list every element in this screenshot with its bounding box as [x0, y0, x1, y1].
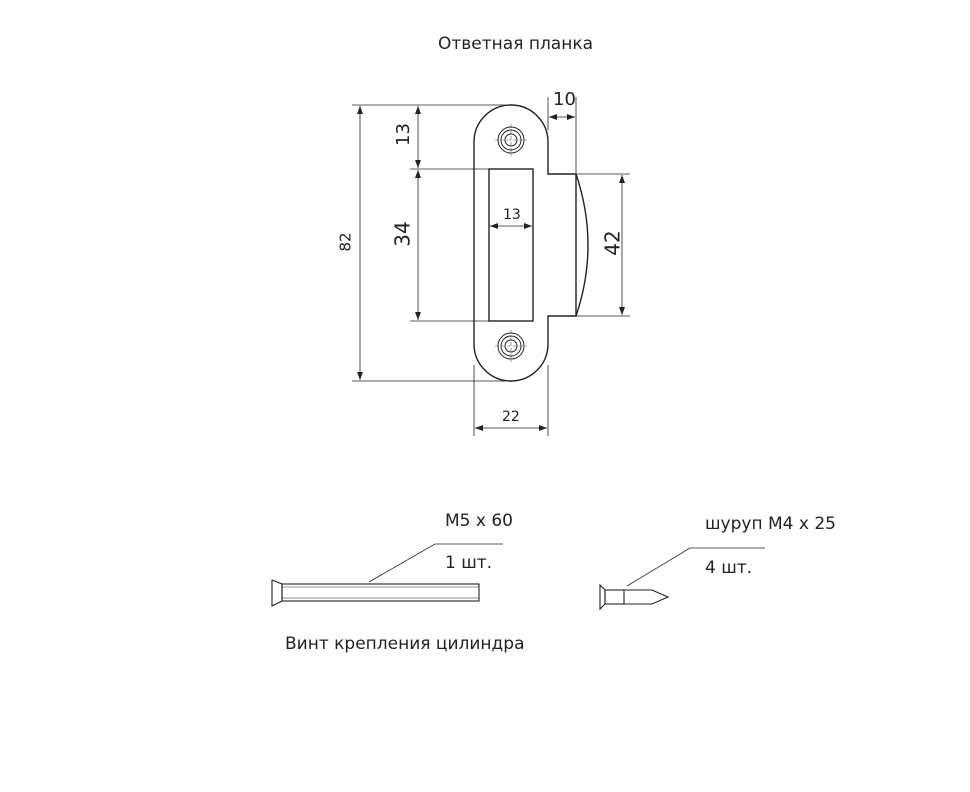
cylinder-screw-caption: Винт крепления цилиндра: [285, 634, 525, 654]
dim-22: 22: [502, 409, 520, 425]
wood-screw-size: шуруп M4 x 25: [705, 514, 836, 534]
wood-screw-qty: 4 шт.: [705, 558, 753, 578]
cylinder-screw: [271, 579, 480, 607]
dim-42: 42: [600, 230, 625, 256]
cylinder-screw-size: M5 x 60: [445, 511, 513, 531]
dim-13-top: 13: [392, 123, 414, 146]
leader-wood-screw: [626, 547, 765, 587]
drawing-title: Ответная планка: [438, 34, 594, 54]
dim-82: 82: [336, 232, 355, 252]
dim-10: 10: [553, 89, 576, 110]
cylinder-screw-qty: 1 шт.: [445, 553, 493, 573]
dim-13-slot: 13: [503, 207, 521, 223]
dim-34: 34: [390, 221, 415, 247]
slot: [488, 168, 534, 322]
leader-cylinder-screw: [368, 543, 503, 583]
strike-plate-outline: [473, 104, 589, 382]
wood-screw: [599, 583, 670, 611]
